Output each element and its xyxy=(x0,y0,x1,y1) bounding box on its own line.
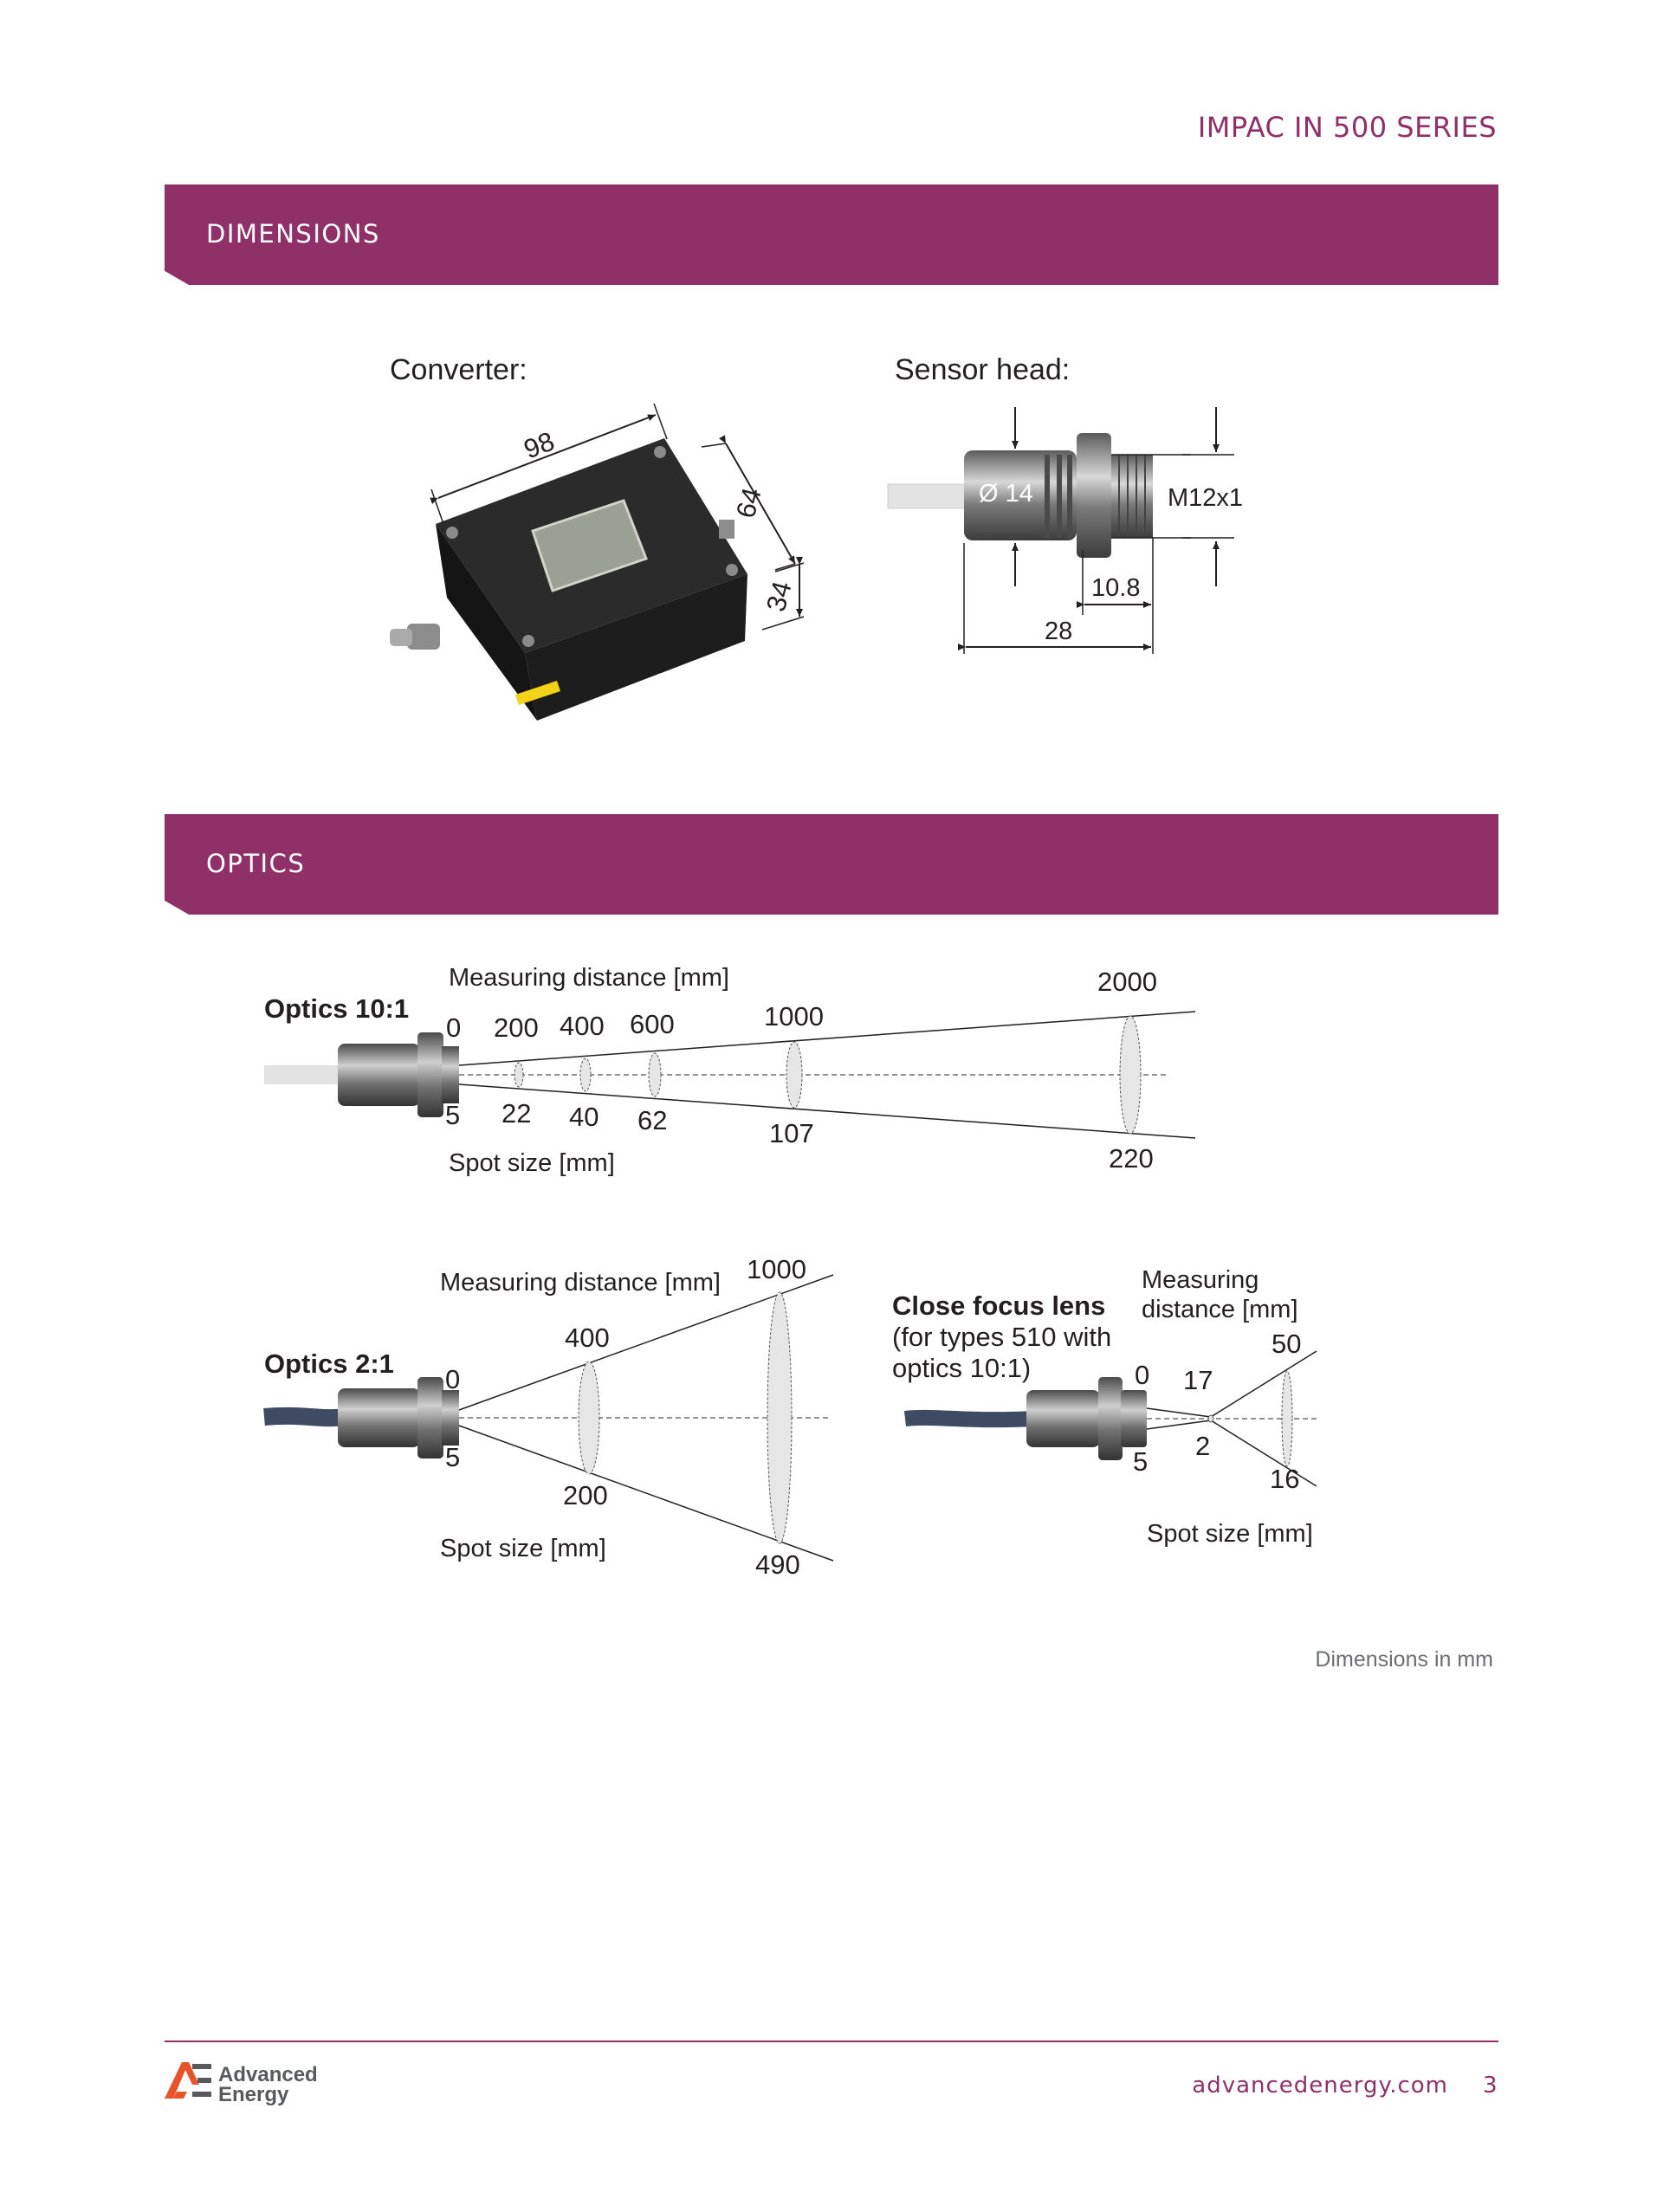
footer-website-link[interactable]: advancedenergy.com xyxy=(1192,2073,1448,2099)
dimensions-banner: DIMENSIONS xyxy=(165,184,1498,285)
sensor-head-caption: Sensor head: xyxy=(895,353,1071,386)
optics-2-1-title: Optics 2:1 xyxy=(264,1349,394,1379)
sensor-cable xyxy=(903,1409,1036,1428)
distance-value: 600 xyxy=(630,1009,675,1039)
distance-value: 0 xyxy=(1135,1360,1149,1390)
sensor-head-drawing: Ø 14 M12x1 10.8 28 xyxy=(887,407,1243,654)
close-focus-lens xyxy=(1121,1390,1147,1447)
sensor-body xyxy=(1026,1390,1100,1447)
optics-heading: OPTICS xyxy=(206,849,306,878)
advanced-energy-logo-icon xyxy=(165,2062,211,2099)
close-focus-distance-values: 0 17 50 xyxy=(1135,1329,1301,1395)
spot-value: 62 xyxy=(637,1105,667,1135)
spot-value: 40 xyxy=(569,1102,599,1132)
converter-width-label: 98 xyxy=(520,426,559,465)
optics-10-1-diagram: Optics 10:1 Measuring distance [mm] Spot… xyxy=(264,964,1196,1177)
spot-value: 22 xyxy=(501,1098,531,1129)
converter-height-label: 34 xyxy=(760,578,798,614)
depth-dimension-line xyxy=(719,435,796,565)
distance-value: 17 xyxy=(1183,1365,1213,1395)
spot-value: 2 xyxy=(1195,1431,1210,1461)
thread-length-label: 10.8 xyxy=(1091,574,1140,602)
sensor-cable xyxy=(264,1065,351,1084)
close-focus-distance-label-line2: distance [mm] xyxy=(1142,1296,1298,1323)
spot-value: 5 xyxy=(445,1100,460,1130)
footer-divider xyxy=(165,2041,1498,2042)
dimensions-note: Dimensions in mm xyxy=(1315,1647,1493,1672)
distance-value: 2000 xyxy=(1097,967,1157,997)
spot-value: 220 xyxy=(1109,1143,1154,1174)
distance-value: 50 xyxy=(1272,1329,1301,1359)
sensor-length-label: 28 xyxy=(1045,618,1072,645)
distance-value: 400 xyxy=(565,1323,610,1353)
spot-value: 16 xyxy=(1270,1464,1299,1494)
sensor-thread-label: M12x1 xyxy=(1168,484,1243,512)
sensor-diameter-label: Ø 14 xyxy=(979,480,1033,508)
close-focus-spot-label: Spot size [mm] xyxy=(1147,1520,1313,1548)
dimensions-heading: DIMENSIONS xyxy=(206,219,380,249)
sensor-cable xyxy=(887,483,967,509)
optics-2-1-diagram: Optics 2:1 Measuring distance [mm] Spot … xyxy=(263,1254,834,1580)
width-dimension-line xyxy=(430,414,657,504)
close-focus-diagram: Close focus lens (for types 510 with opt… xyxy=(892,1266,1317,1548)
sensor-body xyxy=(338,1388,420,1447)
distance-value: 1000 xyxy=(764,1001,824,1032)
close-focus-subtitle-line2: optics 10:1) xyxy=(892,1353,1031,1383)
converter-depth-label: 64 xyxy=(730,484,767,521)
optics-10-1-title: Optics 10:1 xyxy=(264,993,409,1024)
company-logo-text: Advanced Energy xyxy=(218,2065,318,2105)
converter-box xyxy=(390,438,747,721)
warning-label-icon xyxy=(515,681,560,705)
converter-drawing: 98 64 34 xyxy=(390,403,805,721)
distance-value: 0 xyxy=(445,1364,460,1394)
spot-value: 5 xyxy=(445,1442,460,1472)
optics-2-1-distance-label: Measuring distance [mm] xyxy=(440,1269,721,1297)
close-focus-spot-values: 5 2 16 xyxy=(1133,1431,1299,1494)
spot-value: 200 xyxy=(563,1480,608,1510)
distance-value: 400 xyxy=(560,1011,605,1041)
logo-line1: Advanced xyxy=(218,2063,318,2086)
optics-10-1-distance-values: 0 200 400 600 1000 2000 xyxy=(446,967,1157,1043)
distance-value: 200 xyxy=(494,1012,539,1043)
close-focus-subtitle-line1: (for types 510 with xyxy=(892,1322,1111,1352)
close-focus-distance-label-line1: Measuring xyxy=(1142,1266,1259,1294)
optics-10-1-spot-label: Spot size [mm] xyxy=(449,1149,615,1177)
distance-value: 0 xyxy=(446,1012,461,1043)
logo-line2: Energy xyxy=(218,2083,289,2106)
close-focus-title: Close focus lens xyxy=(892,1290,1105,1321)
optics-10-1-distance-label: Measuring distance [mm] xyxy=(449,964,729,992)
spot-value: 5 xyxy=(1133,1446,1148,1477)
series-title: IMPAC IN 500 SERIES xyxy=(1197,111,1497,144)
optics-banner: OPTICS xyxy=(165,814,1498,915)
spot-value: 107 xyxy=(769,1118,814,1148)
sensor-cable xyxy=(263,1407,348,1427)
optics-2-1-spot-values: 5 200 490 xyxy=(445,1442,800,1580)
spot-value: 490 xyxy=(755,1549,800,1580)
optics-10-1-spot-values: 5 22 40 62 107 220 xyxy=(445,1098,1154,1174)
sensor-nut xyxy=(1077,433,1111,558)
optics-2-1-distance-values: 0 400 1000 xyxy=(445,1254,806,1394)
sensor-body xyxy=(338,1044,420,1106)
distance-value: 1000 xyxy=(747,1254,806,1284)
converter-caption: Converter: xyxy=(390,353,527,386)
optics-2-1-spot-label: Spot size [mm] xyxy=(440,1535,606,1562)
page-number: 3 xyxy=(1483,2073,1498,2099)
